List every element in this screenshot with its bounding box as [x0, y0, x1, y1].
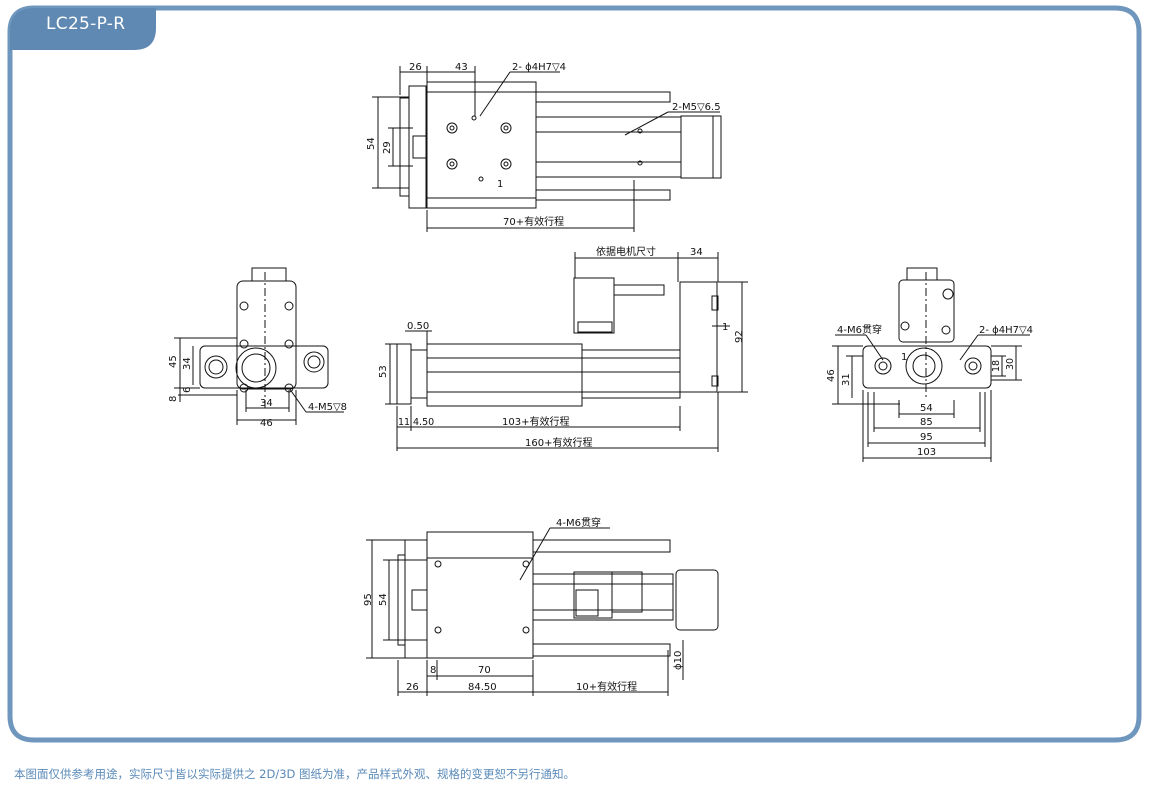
model-title: LC25-P-R [46, 14, 126, 34]
bottom-rod-lower [532, 643, 671, 657]
dim-6: 6 [182, 387, 193, 393]
top-guide-rod-upper [535, 91, 671, 103]
top-view: 26 43 2- ϕ4H7▽4 2-M5▽6.5 54 29 1 70+有效行程 [366, 62, 722, 232]
top-motor [680, 115, 722, 179]
bottom-motor [675, 569, 719, 631]
dim-1: 1 [901, 352, 907, 363]
end-flange [199, 345, 329, 389]
dim-8: 8 [168, 396, 179, 402]
dim-46: 46 [260, 418, 273, 429]
technical-drawing: 26 43 2- ϕ4H7▽4 2-M5▽6.5 54 29 1 70+有效行程… [168, 62, 1033, 696]
dim-26: 26 [406, 682, 419, 693]
side-body [426, 343, 583, 407]
re-flange [862, 345, 992, 389]
dim-26: 26 [409, 62, 422, 73]
dim-34: 34 [260, 398, 273, 409]
bottom-coupler [573, 571, 613, 619]
dim-85: 85 [920, 417, 933, 428]
side-motor [573, 277, 615, 334]
dim-43: 43 [455, 62, 468, 73]
bottom-rod-upper [532, 539, 671, 553]
right-end-view: 4-M6贯穿 2- ϕ4H7▽4 1 46 31 18 30 54 85 95 … [826, 267, 1033, 462]
stroke-160: 160+有效行程 [525, 436, 592, 449]
bottom-view: 4-M6贯穿 95 54 8 70 26 84.50 10+有效行程 ϕ10 [363, 516, 719, 696]
dim-46: 46 [826, 369, 837, 382]
stroke-dim: 10+有效行程 [576, 680, 637, 693]
dim-84.50: 84.50 [468, 682, 497, 693]
dim-0.50: 0.50 [407, 321, 429, 332]
stroke-103: 103+有效行程 [502, 415, 569, 428]
dim-103: 103 [917, 447, 936, 458]
side-motor-housing [679, 281, 718, 393]
top-guide-rod-lower [535, 189, 671, 201]
dim-34: 34 [690, 247, 703, 258]
dim-1: 1 [497, 179, 503, 190]
screw-note: 2-M5▽6.5 [672, 102, 721, 113]
bolt-hole [446, 122, 458, 134]
dim-45: 45 [168, 355, 179, 368]
dim-34v: 34 [182, 357, 193, 370]
thru-note: 4-M6贯穿 [837, 323, 882, 336]
top-rail [535, 116, 682, 178]
side-endplate [396, 343, 412, 405]
side-view: 依据电机尺寸 34 92 1 0.50 53 11 4.50 103+有效行程 … [378, 245, 748, 452]
dim-95: 95 [363, 593, 374, 606]
dim-4.50: 4.50 [413, 417, 434, 428]
bottom-slider [426, 557, 534, 659]
dim-54: 54 [378, 593, 389, 606]
dim-phi10: ϕ10 [673, 651, 684, 670]
hole-note: 2- ϕ4H7▽4 [512, 62, 566, 73]
dim-29: 29 [382, 141, 393, 154]
dim-1: 1 [722, 322, 728, 333]
dim-70: 70 [478, 665, 491, 676]
stroke-dim: 70+有效行程 [503, 215, 564, 228]
hole-note: 2- ϕ4H7▽4 [979, 325, 1033, 336]
top-slider [426, 91, 537, 199]
left-end-view: 45 34 6 8 34 46 4-M5▽8 [168, 267, 347, 429]
dim-11: 11 [398, 417, 410, 428]
top-endplate [408, 85, 427, 209]
dim-95: 95 [920, 432, 933, 443]
motor-note: 依据电机尺寸 [596, 245, 656, 258]
disclaimer-footer: 本图面仅供参考用途，实际尺寸皆以实际提供之 2D/3D 图纸为准，产品样式外观、… [14, 767, 576, 781]
dim-53: 53 [378, 365, 389, 378]
dim-92: 92 [734, 330, 745, 343]
drawing-frame [7, 5, 1142, 743]
dim-30: 30 [1005, 358, 1016, 370]
model-tab [10, 8, 156, 50]
dim-54: 54 [920, 403, 933, 414]
dim-54: 54 [366, 137, 377, 150]
screw-note: 4-M5▽8 [308, 402, 347, 413]
end-housing [236, 280, 297, 390]
dim-8: 8 [430, 665, 436, 676]
dim-18: 18 [991, 360, 1002, 372]
bottom-rail [532, 573, 674, 621]
dim-31: 31 [841, 373, 852, 386]
thru-note: 4-M6贯穿 [556, 516, 601, 529]
